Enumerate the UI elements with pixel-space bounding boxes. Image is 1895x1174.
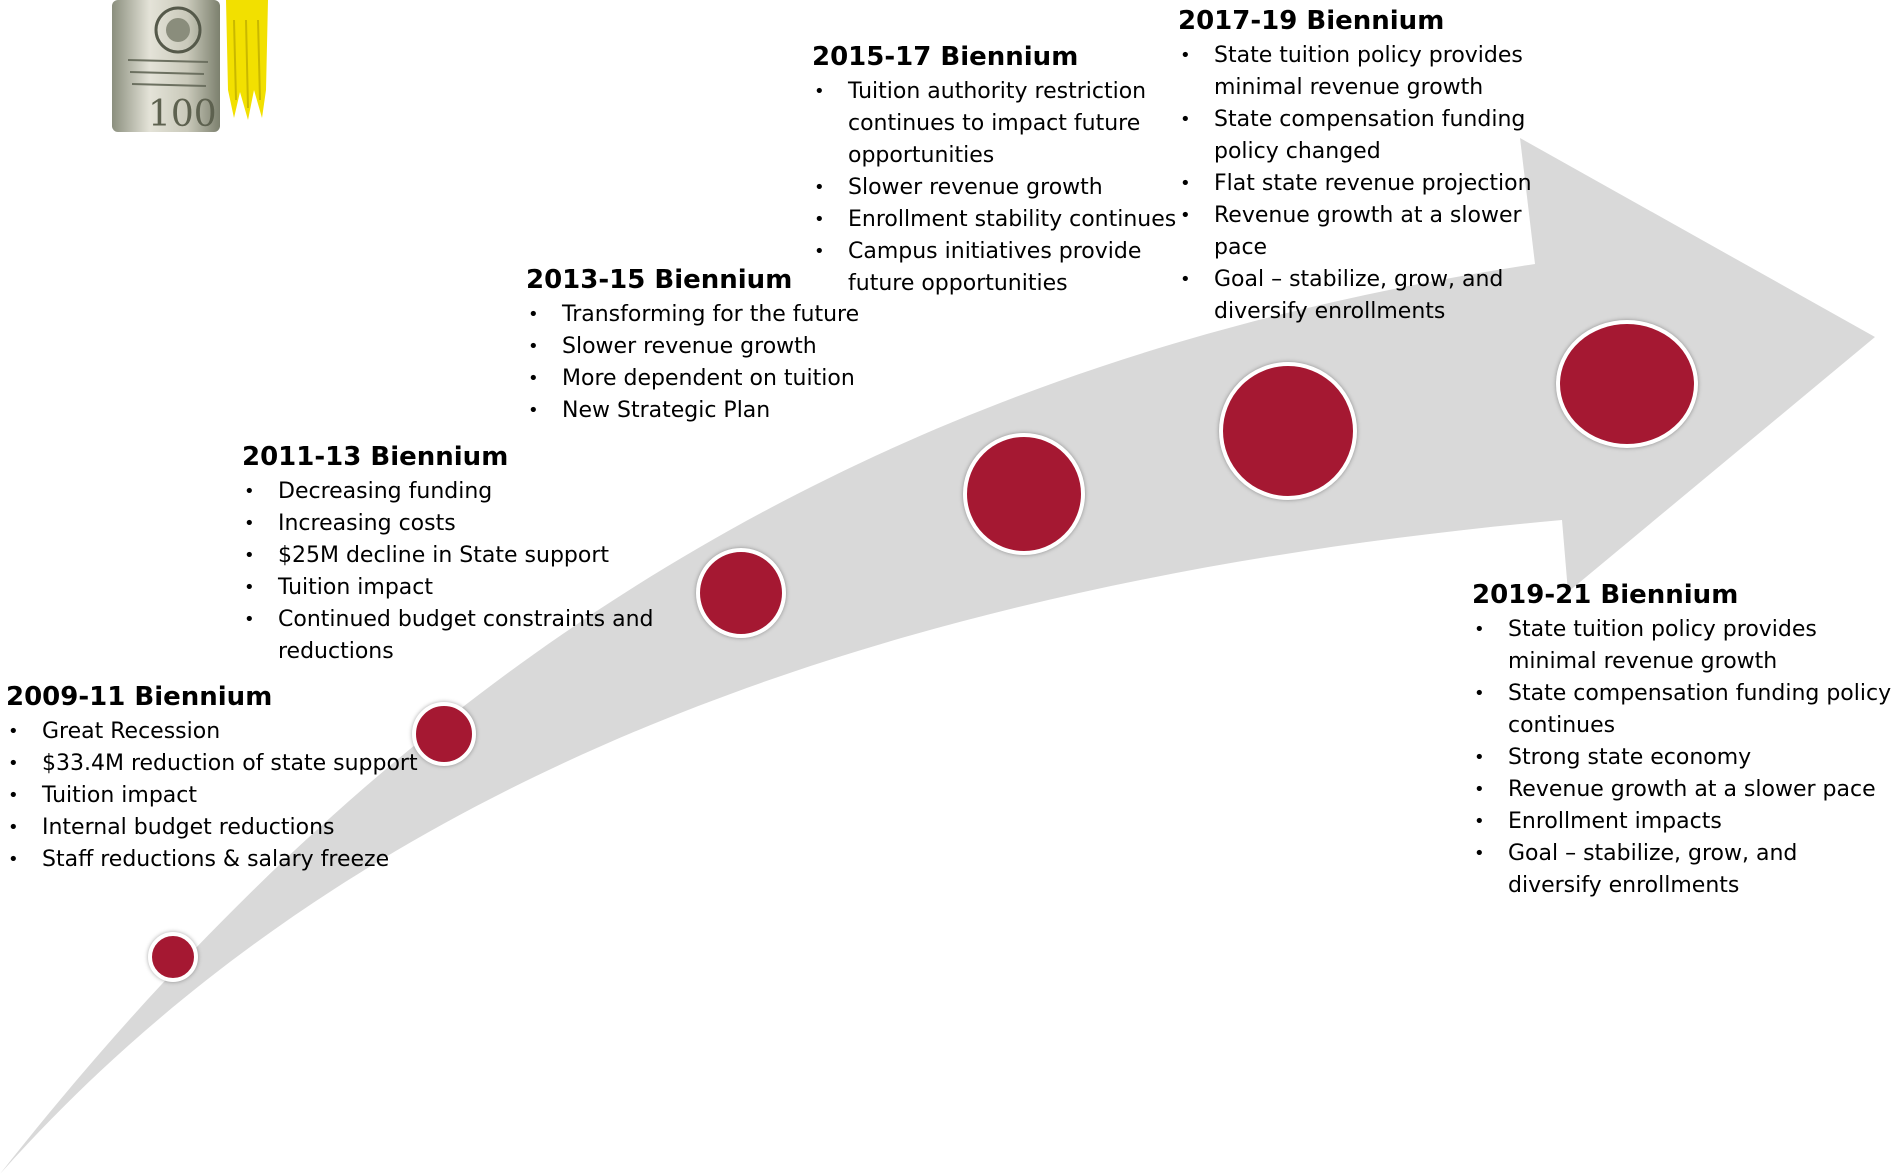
bullet-item: $25M decline in State support <box>242 540 662 572</box>
bullet-item: Tuition authority restriction continues … <box>812 76 1180 172</box>
bullet-item: Increasing costs <box>242 508 662 540</box>
bullet-item: Decreasing funding <box>242 476 662 508</box>
bullet-item: Tuition impact <box>242 572 662 604</box>
bullet-item: Goal – stabilize, grow, and diversify en… <box>1178 264 1548 328</box>
bullet-item: Transforming for the future <box>526 299 886 331</box>
svg-text:100: 100 <box>148 94 217 135</box>
phase-2015-17: 2015-17 Biennium Tuition authority restr… <box>812 42 1180 300</box>
timeline-marker-6 <box>1556 320 1698 448</box>
bullet-item: Goal – stabilize, grow, and diversify en… <box>1472 838 1892 902</box>
bullet-item: Great Recession <box>6 716 446 748</box>
bullet-item: Revenue growth at a slower pace <box>1472 774 1892 806</box>
phase-bullets: State tuition policy provides minimal re… <box>1472 614 1892 902</box>
timeline-arrow-shape <box>0 138 1875 1174</box>
phase-title: 2009-11 Biennium <box>6 682 273 712</box>
bullet-item: Staff reductions & salary freeze <box>6 844 446 876</box>
bullet-item: Revenue growth at a slower pace <box>1178 200 1548 264</box>
bullet-item: Strong state economy <box>1472 742 1892 774</box>
bullet-item: Tuition impact <box>6 780 446 812</box>
phase-title: 2013-15 Biennium <box>526 265 793 295</box>
bullet-item: Campus initiatives provide future opport… <box>812 236 1180 300</box>
timeline-marker-1 <box>148 932 198 982</box>
bullet-item: Continued budget constraints and reducti… <box>242 604 662 668</box>
phase-bullets: Great Recession $33.4M reduction of stat… <box>6 716 446 876</box>
timeline-marker-5 <box>1219 362 1357 500</box>
bullet-item: Enrollment stability continues <box>812 204 1180 236</box>
phase-2009-11: 2009-11 Biennium Great Recession $33.4M … <box>6 682 446 876</box>
phase-title: 2011-13 Biennium <box>242 442 509 472</box>
timeline-marker-4 <box>963 433 1085 555</box>
timeline-marker-3 <box>696 548 786 638</box>
phase-title: 2015-17 Biennium <box>812 42 1079 72</box>
bullet-item: State compensation funding policy contin… <box>1472 678 1892 742</box>
bullet-item: Internal budget reductions <box>6 812 446 844</box>
phase-title: 2017-19 Biennium <box>1178 6 1445 36</box>
bullet-item: Enrollment impacts <box>1472 806 1892 838</box>
phase-2013-15: 2013-15 Biennium Transforming for the fu… <box>526 265 886 427</box>
bullet-item: Slower revenue growth <box>812 172 1180 204</box>
bullet-item: $33.4M reduction of state support <box>6 748 446 780</box>
bullet-item: State tuition policy provides minimal re… <box>1178 40 1548 104</box>
money-tassel-icon: 100 <box>112 0 268 135</box>
bullet-item: Slower revenue growth <box>526 331 886 363</box>
bullet-item: More dependent on tuition <box>526 363 886 395</box>
bullet-item: Flat state revenue projection <box>1178 168 1548 200</box>
phase-bullets: Tuition authority restriction continues … <box>812 76 1180 300</box>
phase-2019-21: 2019-21 Biennium State tuition policy pr… <box>1472 580 1892 902</box>
bullet-item: State compensation funding policy change… <box>1178 104 1548 168</box>
phase-2011-13: 2011-13 Biennium Decreasing funding Incr… <box>242 442 662 668</box>
bullet-item: New Strategic Plan <box>526 395 886 427</box>
phase-title: 2019-21 Biennium <box>1472 580 1739 610</box>
bullet-item: State tuition policy provides minimal re… <box>1472 614 1892 678</box>
phase-bullets: Transforming for the future Slower reven… <box>526 299 886 427</box>
phase-bullets: Decreasing funding Increasing costs $25M… <box>242 476 662 668</box>
phase-bullets: State tuition policy provides minimal re… <box>1178 40 1548 328</box>
phase-2017-19: 2017-19 Biennium State tuition policy pr… <box>1178 6 1548 328</box>
